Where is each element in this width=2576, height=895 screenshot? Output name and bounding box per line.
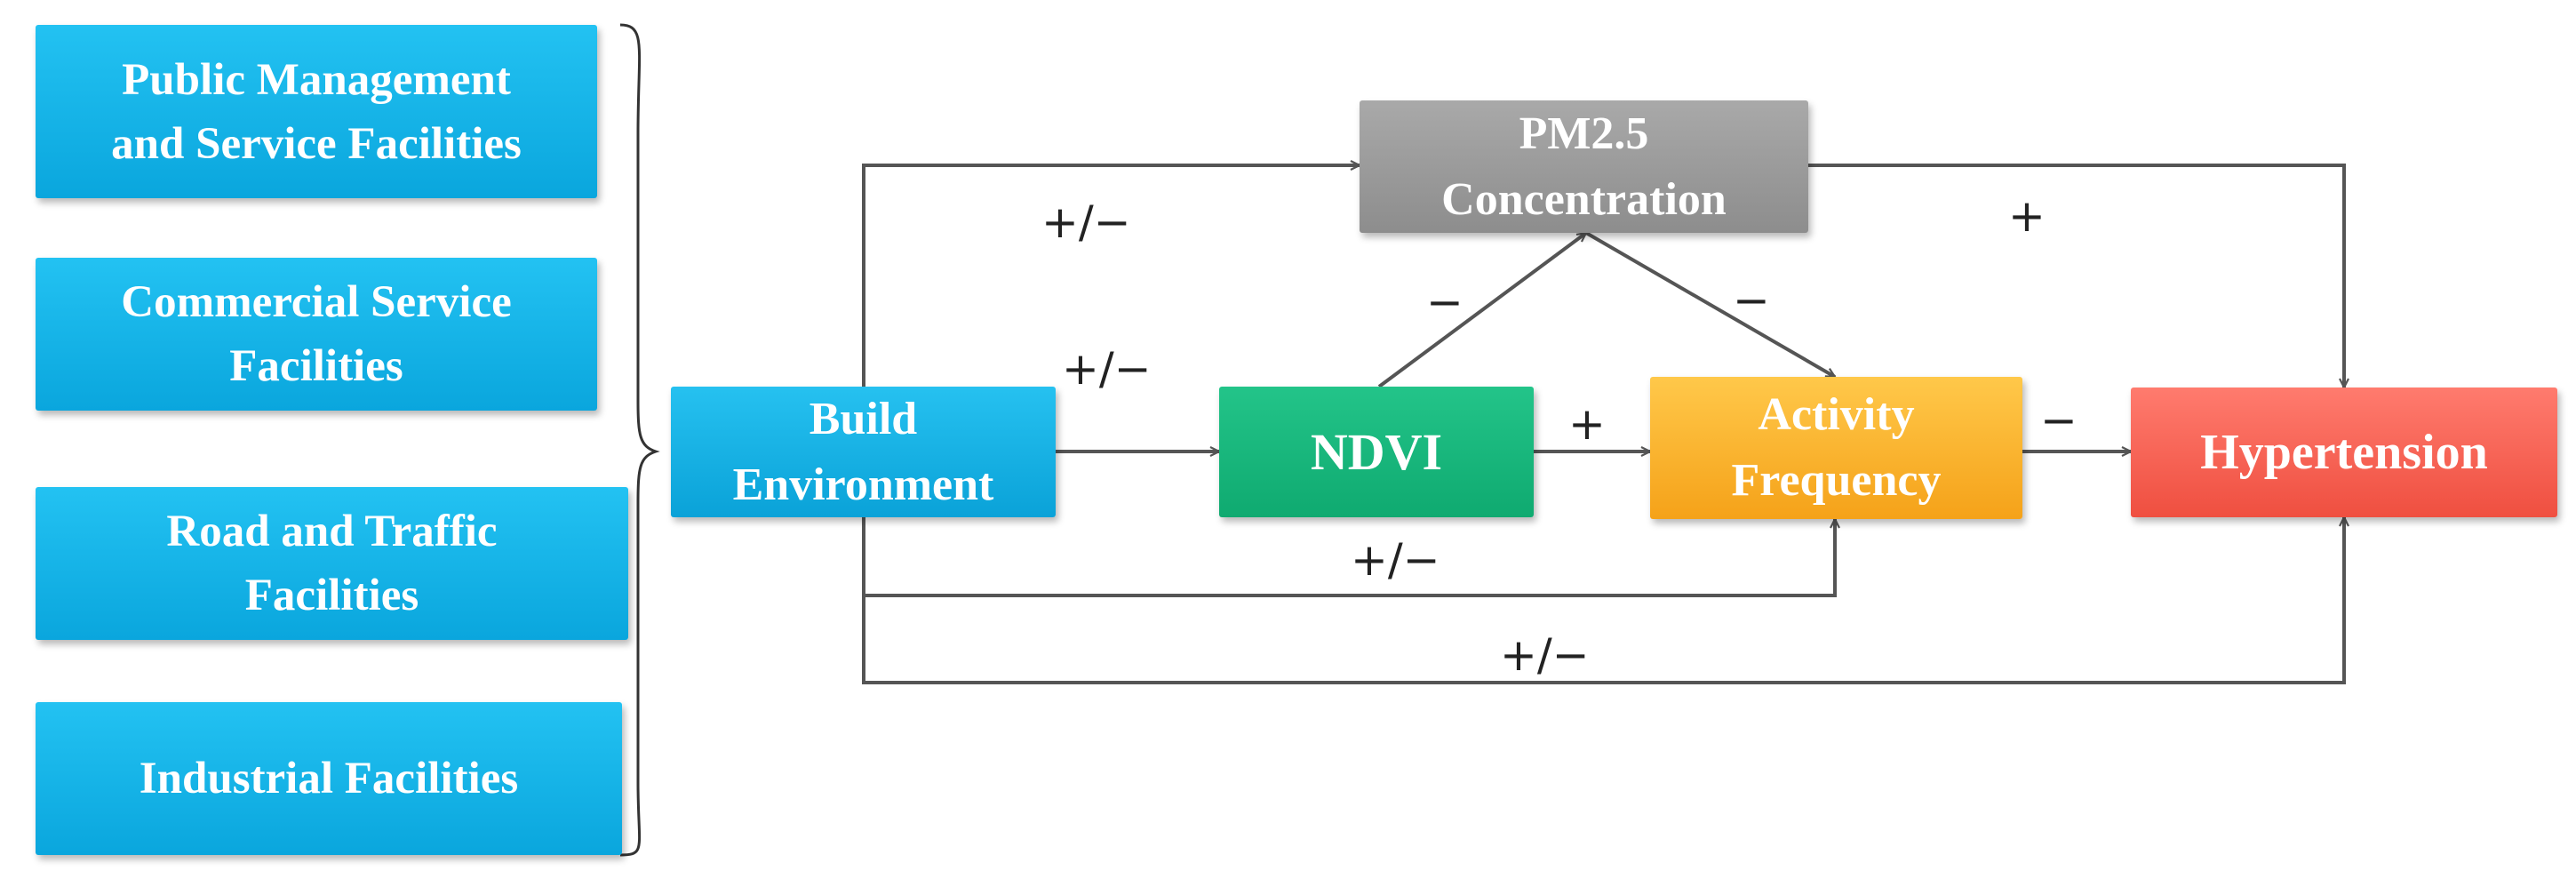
node-label: Activity [1758, 389, 1915, 440]
category-industrial: Industrial Facilities [36, 702, 622, 855]
node-label: Hypertension [2200, 425, 2488, 480]
node-hypertension: Hypertension [2131, 388, 2557, 517]
node-ndvi: NDVI [1219, 387, 1534, 517]
sign-pm-to-hypertension: + [2008, 190, 2046, 242]
category-label: Road and Traffic [166, 507, 498, 556]
category-public-management: Public Management and Service Facilities [36, 25, 597, 198]
link-pm-to-hypertension [1808, 164, 2344, 388]
link-build-to-hypertension [862, 517, 2344, 684]
brace [619, 23, 660, 857]
node-label: Concentration [1441, 173, 1727, 225]
sign-build-to-pm: +/− [1041, 196, 1131, 248]
node-label: Environment [732, 459, 994, 510]
category-road-traffic: Road and Traffic Facilities [36, 487, 628, 640]
category-label: and Service Facilities [111, 118, 522, 169]
category-label: Facilities [244, 571, 419, 620]
category-label: Facilities [229, 341, 403, 391]
sign-build-to-activity: +/− [1351, 534, 1440, 586]
node-label: PM2.5 [1519, 108, 1649, 159]
node-pm25-concentration: PM2.5 Concentration [1360, 100, 1808, 233]
node-activity-frequency: Activity Frequency [1650, 377, 2022, 519]
category-label: Public Management [122, 54, 511, 105]
sign-build-to-hypertension: +/− [1500, 629, 1590, 681]
link-build-to-pm [862, 165, 1360, 387]
sign-ndvi-to-pm: − [1426, 276, 1463, 328]
sign-pm-to-activity: − [1733, 275, 1770, 326]
node-label: NDVI [1310, 422, 1443, 481]
link-pm-to-activity [1584, 231, 1835, 379]
link-ndvi-to-pm [1377, 231, 1586, 388]
sign-ndvi-to-activity: + [1568, 398, 1606, 450]
category-label: Industrial Facilities [139, 754, 519, 803]
category-commercial-service: Commercial Service Facilities [36, 258, 597, 411]
node-build-environment: Build Environment [671, 387, 1056, 517]
link-build-to-activity [862, 517, 1835, 597]
node-label: Build [809, 393, 918, 444]
sign-build-to-ndvi: +/− [1062, 343, 1152, 395]
sign-activity-to-hypertension: − [2040, 395, 2078, 446]
node-label: Frequency [1731, 455, 1942, 506]
category-label: Commercial Service [121, 277, 512, 327]
